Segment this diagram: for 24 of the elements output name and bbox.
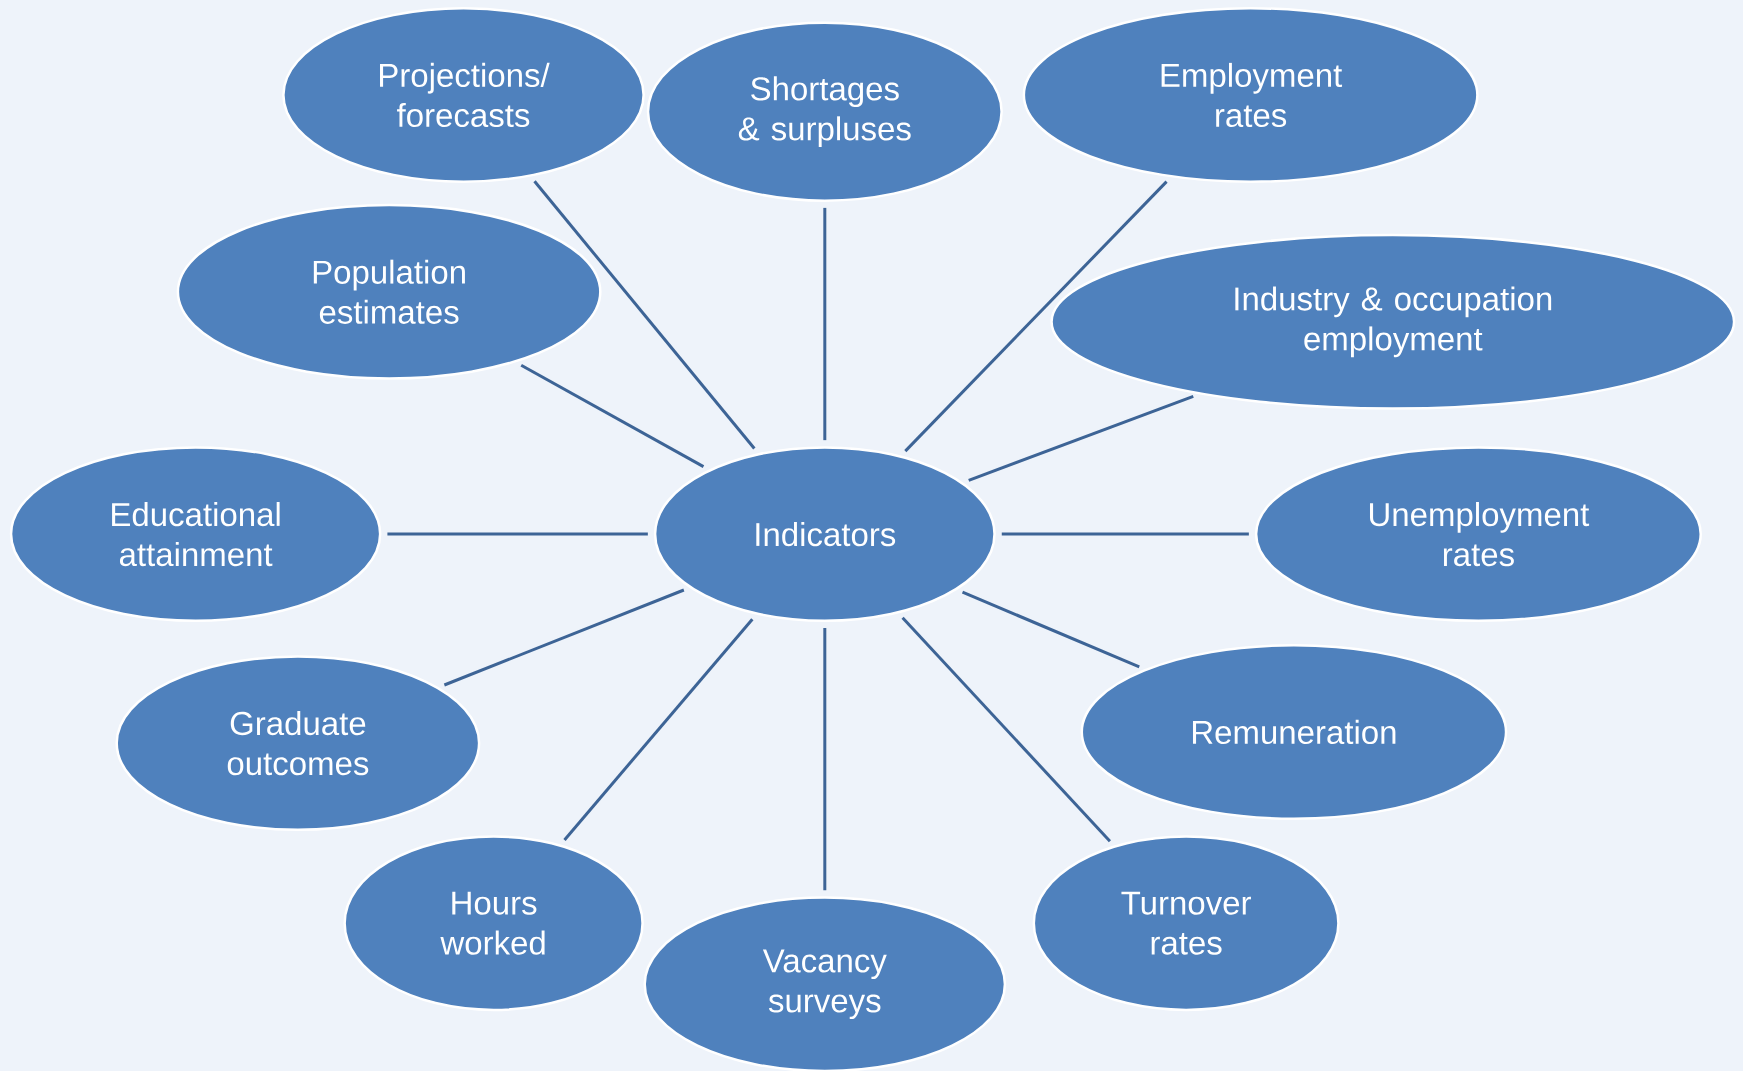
ellipse-node: Shortages & surpluses: [646, 21, 1003, 202]
connector-line: [533, 180, 756, 450]
connector-line: [901, 616, 1112, 843]
connector-line: [904, 180, 1168, 453]
ellipse-node: Graduate outcomes: [115, 655, 481, 832]
connector-line: [1001, 532, 1249, 536]
ellipse-node: Industry & occupation employment: [1050, 233, 1736, 410]
connector-line: [387, 532, 648, 536]
ellipse-node: Indicators: [653, 446, 996, 623]
connector-line: [823, 628, 827, 891]
connector-line: [823, 207, 827, 441]
connector-line: [961, 590, 1140, 669]
connector-line: [520, 363, 705, 468]
ellipse-node: Projections/ forecasts: [282, 7, 645, 183]
connector-line: [443, 588, 685, 687]
ellipse-node: Unemployment rates: [1254, 446, 1702, 623]
connector-line: [968, 394, 1194, 482]
ellipse-node: Turnover rates: [1032, 835, 1340, 1012]
ellipse-node: Remuneration: [1080, 644, 1508, 820]
ellipse-node: Population estimates: [176, 203, 602, 380]
ellipse-node: Hours worked: [343, 835, 644, 1012]
connector-line: [563, 618, 754, 841]
ellipse-node: Educational attainment: [9, 446, 382, 623]
ellipse-node: Employment rates: [1022, 7, 1479, 183]
